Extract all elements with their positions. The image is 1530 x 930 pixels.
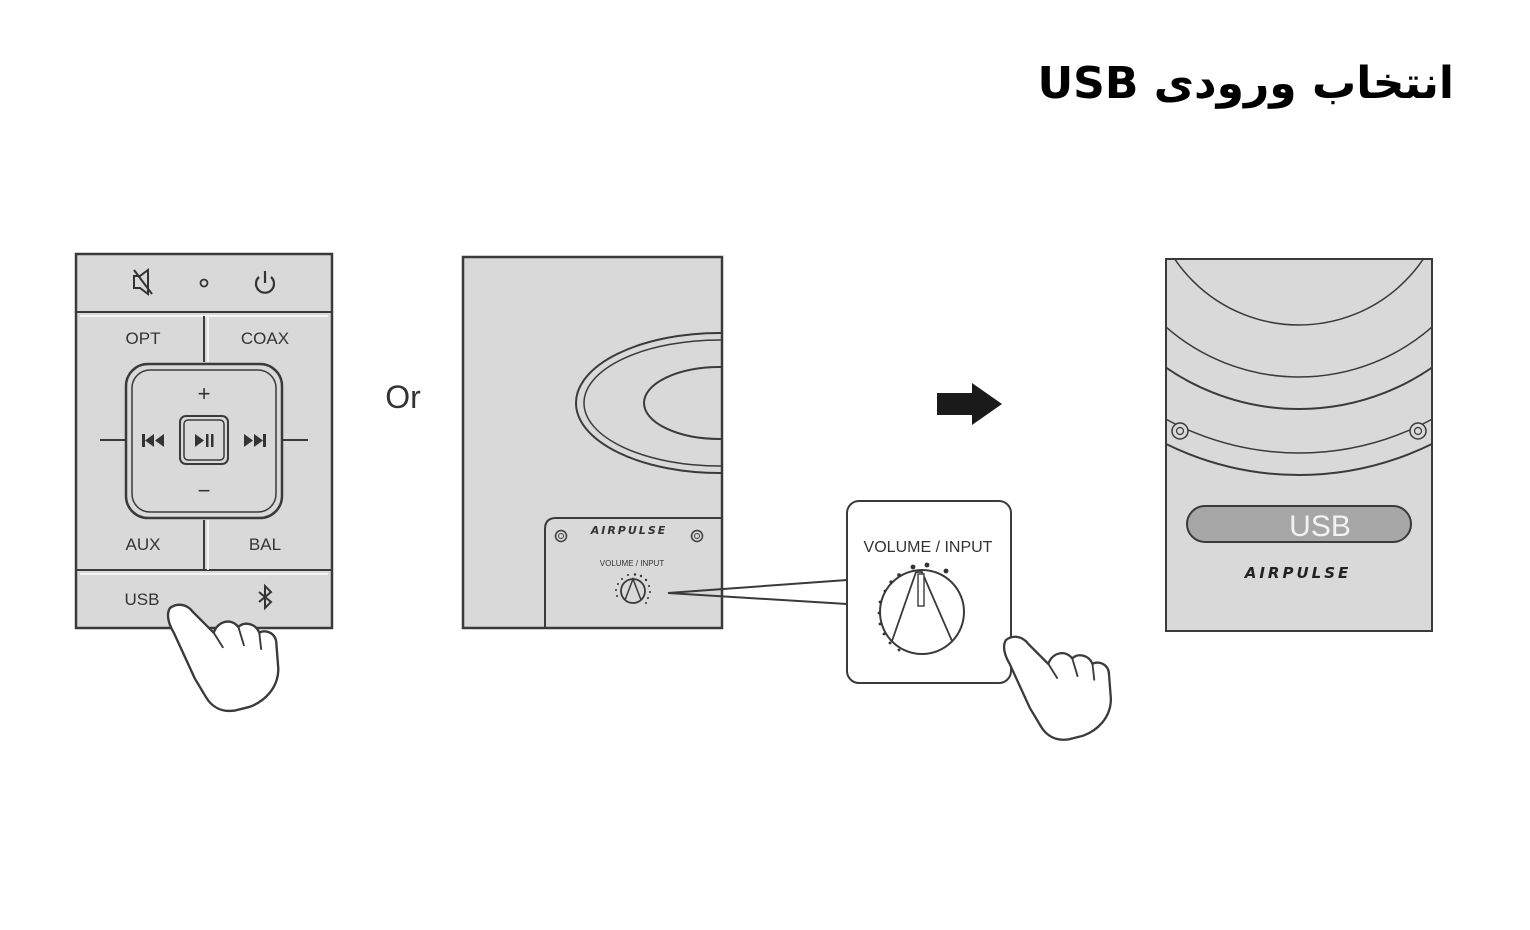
play-pause-icon[interactable]	[179, 415, 229, 465]
usb-display	[1186, 505, 1412, 543]
usb-display-text: USB	[1289, 510, 1351, 543]
right-arrow-icon	[937, 383, 1002, 425]
volume-up-button[interactable]: +	[198, 381, 211, 406]
led-indicator	[199, 278, 209, 288]
bal-button[interactable]: BAL	[249, 535, 281, 554]
speaker-front: AIRPULSE VOLUME / INPUT	[461, 255, 724, 630]
small-volume-knob[interactable]	[615, 573, 651, 604]
speaker-brand-logo: AIRPULSE	[590, 524, 668, 537]
speaker-result: USB AIRPULSE	[1165, 258, 1433, 632]
next-icon[interactable]	[244, 434, 266, 447]
opt-button[interactable]: OPT	[126, 329, 161, 348]
bluetooth-icon[interactable]	[258, 583, 273, 611]
page-title: انتخاب ورودی USB	[1037, 58, 1454, 109]
coax-button[interactable]: COAX	[241, 329, 289, 348]
remote-control: OPT COAX AUX BAL + − USB	[74, 252, 334, 713]
speaker-knob-label: VOLUME / INPUT	[600, 559, 665, 568]
hand-pointer-icon-2	[1002, 635, 1113, 741]
result-brand-logo: AIRPULSE	[1244, 564, 1352, 582]
usb-button[interactable]: USB	[125, 590, 160, 609]
volume-input-knob[interactable]	[877, 562, 965, 655]
or-label: Or	[385, 379, 421, 415]
volume-down-button[interactable]: −	[198, 478, 211, 503]
callout-knob-label: VOLUME / INPUT	[864, 539, 993, 556]
aux-button[interactable]: AUX	[126, 535, 161, 554]
power-icon[interactable]	[254, 271, 276, 294]
prev-icon[interactable]	[142, 434, 164, 447]
knob-callout: VOLUME / INPUT	[846, 500, 1113, 741]
mute-icon[interactable]	[133, 268, 153, 296]
